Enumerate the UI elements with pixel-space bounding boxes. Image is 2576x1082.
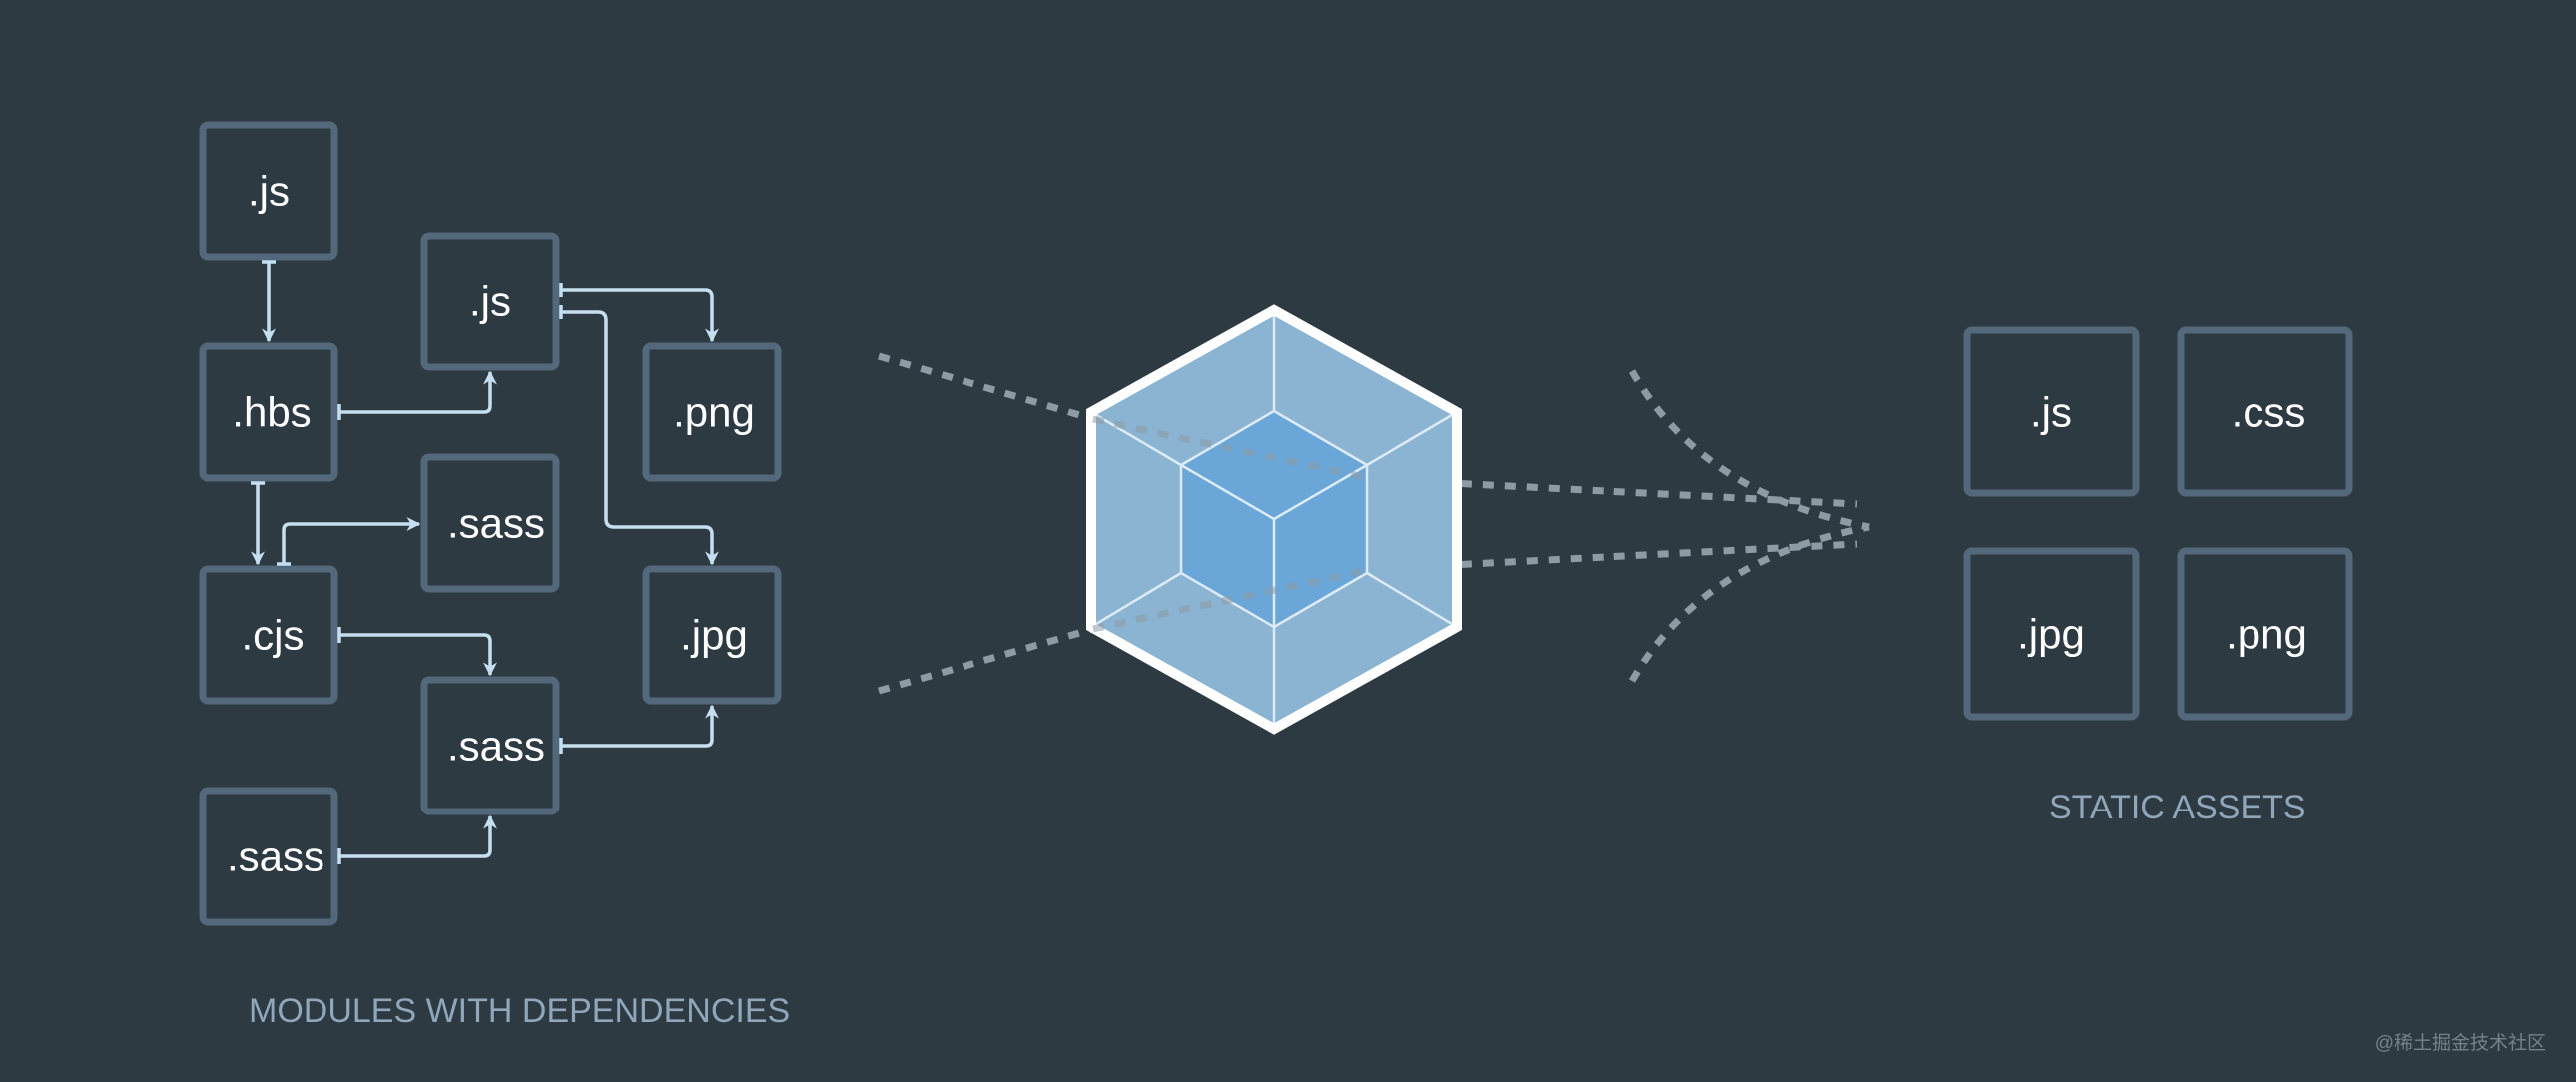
module-box: .sass bbox=[420, 676, 560, 815]
svg-text:.jpg: .jpg bbox=[680, 612, 748, 659]
asset-box: .jpg bbox=[1963, 547, 2140, 721]
flow-lines-over-cube bbox=[1092, 415, 1374, 633]
svg-text:.sass: .sass bbox=[227, 833, 324, 880]
svg-text:.png: .png bbox=[2226, 611, 2307, 658]
svg-text:.hbs: .hbs bbox=[232, 389, 311, 436]
svg-text:.sass: .sass bbox=[447, 500, 545, 547]
modules-caption: MODULES WITH DEPENDENCIES bbox=[249, 992, 790, 1030]
flow-lines bbox=[878, 352, 1870, 695]
svg-text:.css: .css bbox=[2232, 389, 2306, 436]
module-box: .hbs bbox=[199, 342, 338, 482]
module-box: .jpg bbox=[642, 565, 782, 705]
watermark: @稀土掘金技术社区 bbox=[2375, 1032, 2546, 1054]
svg-text:.cjs: .cjs bbox=[242, 612, 305, 659]
svg-text:.png: .png bbox=[673, 389, 755, 436]
module-box: .sass bbox=[420, 453, 560, 593]
asset-box: .js bbox=[1963, 326, 2140, 497]
module-box: .png bbox=[642, 342, 782, 482]
module-box: .sass bbox=[199, 787, 338, 926]
dependency-arrows bbox=[251, 260, 712, 864]
module-box: .js bbox=[199, 121, 338, 261]
svg-text:.js: .js bbox=[469, 278, 511, 325]
svg-text:.js: .js bbox=[2030, 389, 2072, 436]
module-box: .cjs bbox=[199, 565, 338, 705]
asset-box: .css bbox=[2177, 326, 2353, 497]
svg-text:.jpg: .jpg bbox=[2017, 611, 2085, 658]
module-box: .js bbox=[420, 232, 560, 371]
svg-text:.js: .js bbox=[248, 168, 290, 215]
assets-caption: STATIC ASSETS bbox=[2049, 789, 2306, 826]
svg-text:.sass: .sass bbox=[447, 723, 545, 770]
webpack-cube-icon bbox=[1086, 304, 1462, 735]
asset-box: .png bbox=[2177, 547, 2353, 721]
